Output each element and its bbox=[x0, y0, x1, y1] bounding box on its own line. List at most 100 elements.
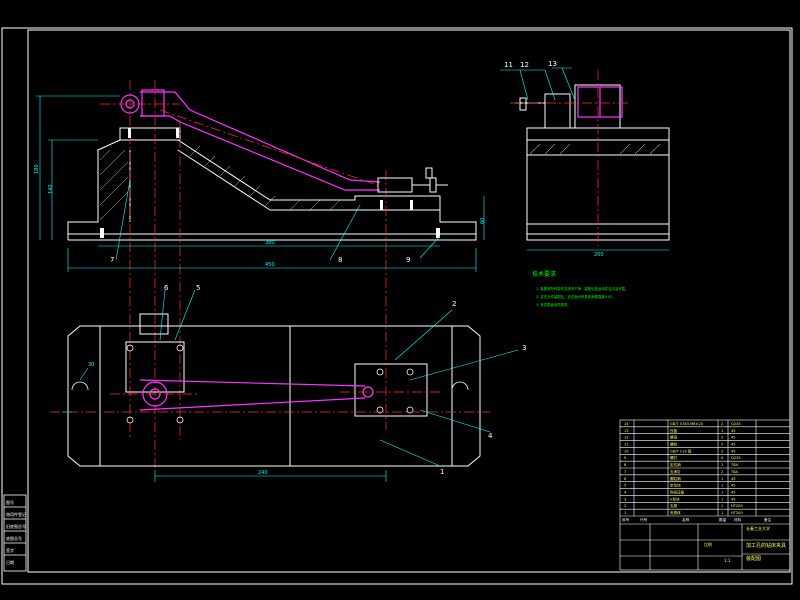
left-strip-text-5: 日期 bbox=[6, 559, 14, 565]
parts-row-name: 螺钉 bbox=[670, 455, 678, 460]
front-centerlines bbox=[100, 80, 387, 470]
parts-header-qty: 数量 bbox=[719, 517, 727, 522]
notes-line-1: 2. 定位元件装配后，定位面对夹具底面垂直度0.02。 bbox=[536, 294, 616, 299]
parts-row-material: 45 bbox=[731, 429, 736, 433]
side-view: 11 12 13 200 bbox=[500, 60, 670, 258]
parts-row-no: 4 bbox=[624, 491, 627, 495]
parts-row-no: 5 bbox=[624, 484, 626, 488]
callout-12: 12 bbox=[520, 61, 529, 69]
parts-row-qty: 2 bbox=[721, 443, 723, 447]
parts-row-name: 螺母 bbox=[670, 435, 678, 440]
parts-row-no: 3 bbox=[624, 497, 626, 501]
parts-row-name: 圆柱销 bbox=[670, 476, 681, 481]
parts-row-qty: 1 bbox=[721, 429, 723, 433]
title-drawing: 加工孔的钻床夹具 bbox=[746, 542, 786, 549]
parts-row-material: 45 bbox=[731, 449, 736, 453]
callout-1: 1 bbox=[440, 468, 444, 476]
front-dim-base: 380 bbox=[265, 240, 275, 246]
parts-row-name: 支承钉 bbox=[670, 469, 681, 474]
callout-9: 9 bbox=[406, 256, 410, 264]
title-school: 长春工业大学 bbox=[746, 525, 770, 531]
parts-header-material: 材料 bbox=[734, 517, 742, 522]
drawing-frame bbox=[1, 27, 793, 585]
parts-row-qty: 1 bbox=[721, 511, 723, 515]
callout-2: 2 bbox=[452, 300, 456, 308]
parts-row-no: 7 bbox=[624, 470, 626, 474]
callout-4: 4 bbox=[488, 432, 493, 440]
parts-row-no: 9 bbox=[624, 456, 627, 460]
parts-row-material: 45 bbox=[731, 497, 736, 501]
parts-row-no: 6 bbox=[624, 477, 627, 481]
parts-row-material: T8A bbox=[730, 463, 738, 467]
front-dim-total: 450 bbox=[265, 262, 275, 268]
parts-row-qty: 2 bbox=[721, 449, 723, 453]
callout-5: 5 bbox=[196, 284, 200, 292]
callout-6: 6 bbox=[164, 284, 169, 292]
parts-row-qty: 1 bbox=[721, 504, 723, 508]
callout-7: 7 bbox=[110, 256, 114, 264]
top-leaders bbox=[62, 289, 519, 482]
top-workpiece bbox=[139, 379, 374, 411]
parts-row-material: Q235 bbox=[731, 422, 741, 426]
side-dim-width: 200 bbox=[594, 252, 604, 258]
notes-title: 技术要求 bbox=[532, 270, 556, 278]
parts-row-material: Q235 bbox=[731, 456, 741, 460]
front-dim-right: 60 bbox=[480, 218, 486, 224]
callout-13: 13 bbox=[548, 60, 557, 68]
parts-row-name: 压板 bbox=[670, 428, 678, 433]
left-strip-text-0: 图号 bbox=[6, 499, 14, 505]
left-strip-text-3: 底图总号 bbox=[6, 535, 22, 541]
parts-header-name: 名称 bbox=[682, 517, 690, 522]
parts-row-no: 10 bbox=[624, 449, 629, 453]
side-centerlines bbox=[510, 70, 630, 246]
parts-row-qty: 1 bbox=[721, 477, 723, 481]
side-leaders bbox=[500, 67, 669, 251]
parts-row-material: 45 bbox=[731, 477, 736, 481]
front-view: 450 380 180 140 60 7 8 9 bbox=[34, 80, 486, 470]
parts-row-name: V形块 bbox=[670, 496, 680, 501]
notes-line-2: 3. 夹具表面涂防锈漆。 bbox=[536, 302, 571, 307]
parts-row-qty: 2 bbox=[721, 422, 723, 426]
callout-3: 3 bbox=[522, 344, 526, 352]
parts-row-no: 8 bbox=[624, 463, 627, 467]
parts-row-material: 45 bbox=[731, 436, 736, 440]
title-stamp: 比例 bbox=[704, 541, 712, 547]
left-strip-text-1: 借用件登记 bbox=[6, 511, 26, 517]
parts-row-material: 45 bbox=[731, 484, 736, 488]
parts-row-name: 定位块 bbox=[670, 483, 681, 488]
parts-row-no: 12 bbox=[624, 436, 629, 440]
left-strip-text-4: 签字 bbox=[6, 547, 14, 553]
parts-row-qty: 1 bbox=[721, 463, 723, 467]
parts-row-name: 螺栓 bbox=[670, 442, 678, 447]
parts-row-qty: 1 bbox=[721, 497, 723, 501]
left-strip bbox=[3, 494, 27, 572]
top-body-outline bbox=[67, 313, 481, 467]
parts-row-qty: 2 bbox=[721, 470, 723, 474]
top-dim-left: 30 bbox=[88, 362, 94, 368]
callout-8: 8 bbox=[338, 256, 342, 264]
parts-row-no: 11 bbox=[624, 443, 629, 447]
top-holes bbox=[71, 344, 469, 424]
top-dim-center: 240 bbox=[258, 470, 268, 476]
parts-row-name: 定位销 bbox=[670, 462, 681, 467]
parts-row-no: 14 bbox=[624, 422, 629, 426]
top-centerlines bbox=[50, 391, 490, 413]
technical-notes: 技术要求 1. 装配前所有零件应清洗干净，装配后各运动件应灵活可靠。 2. 定位… bbox=[532, 270, 628, 307]
parts-row-name: 支座 bbox=[670, 503, 678, 508]
parts-row-qty: 1 bbox=[721, 484, 723, 488]
notes-line-0: 1. 装配前所有零件应清洗干净，装配后各运动件应灵活可靠。 bbox=[536, 286, 628, 291]
parts-header-no: 序号 bbox=[622, 517, 630, 522]
title-sub: 装配图 bbox=[746, 555, 761, 562]
parts-row-no: 2 bbox=[624, 504, 626, 508]
callout-11: 11 bbox=[504, 61, 513, 69]
left-strip-text-2: 旧底图总号 bbox=[6, 523, 26, 529]
parts-row-no: 13 bbox=[624, 429, 629, 433]
parts-row-name: 夹具体 bbox=[670, 510, 681, 515]
front-dim-height-small: 140 bbox=[48, 184, 54, 194]
front-bolts bbox=[100, 128, 440, 238]
top-view: 1 2 3 4 5 6 240 30 bbox=[50, 284, 526, 482]
front-hatch bbox=[99, 145, 341, 221]
parts-row-name: GB/T 119 销 bbox=[670, 448, 692, 453]
parts-row-material: 45 bbox=[731, 491, 736, 495]
